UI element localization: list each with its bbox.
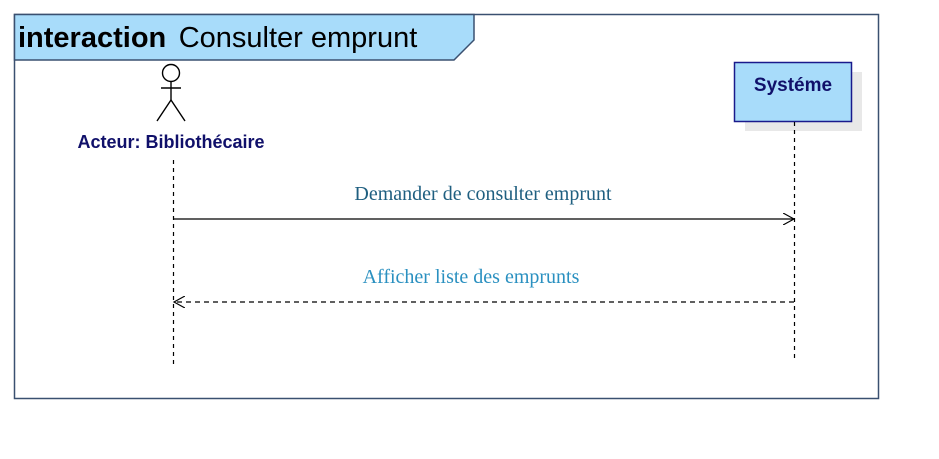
message-label-return: Afficher liste des emprunts — [363, 266, 580, 288]
system-label: Systéme — [754, 75, 832, 96]
frame-header-pentagon — [13, 13, 475, 61]
frame-name: Consulter emprunt — [179, 22, 418, 54]
actor-label: Acteur: Bibliothécaire — [77, 132, 264, 152]
frame-title: interaction Consulter emprunt — [18, 22, 417, 54]
message-label-request: Demander de consulter emprunt — [354, 183, 612, 205]
stick-figure-icon[interactable] — [156, 63, 186, 122]
frame-keyword: interaction — [18, 22, 166, 54]
system-box[interactable] — [733, 61, 853, 123]
